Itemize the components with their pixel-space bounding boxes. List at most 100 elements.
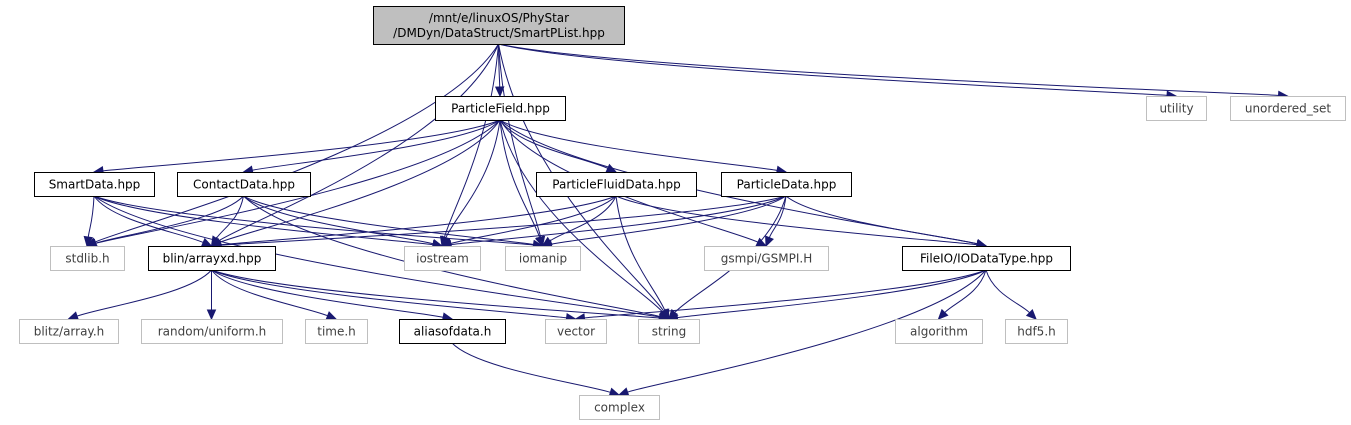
node-particlefluiddata[interactable]: ParticleFluidData.hpp xyxy=(536,172,697,197)
node-string: string xyxy=(638,319,700,344)
node-complex: complex xyxy=(579,395,660,420)
edge-line xyxy=(985,269,1030,314)
node-box xyxy=(435,96,566,121)
edge-line xyxy=(93,195,660,318)
node-contactdata[interactable]: ContactData.hpp xyxy=(177,172,311,197)
arrow-head-icon xyxy=(206,309,217,321)
edge-line xyxy=(252,119,501,171)
edge-arrayxd-to-blitz xyxy=(67,269,212,321)
edge-line xyxy=(243,195,434,245)
node-label: iomanip xyxy=(519,252,567,266)
node-box xyxy=(148,246,276,271)
edge-line xyxy=(95,119,501,244)
arrow-head-icon xyxy=(534,235,544,248)
edge-line xyxy=(498,43,1279,96)
edge-line xyxy=(443,43,499,238)
edge-line xyxy=(102,119,501,172)
edge-line xyxy=(220,195,617,246)
edge-iodatatype-to-algorithm xyxy=(937,269,987,320)
node-label: vector xyxy=(557,325,595,339)
node-box xyxy=(545,319,607,344)
edge-line xyxy=(93,195,204,243)
edge-particledata-to-iostream xyxy=(440,195,787,250)
node-aliasofdata[interactable]: aliasofdata.h xyxy=(399,319,506,344)
edge-line xyxy=(87,195,95,238)
node-label: utility xyxy=(1159,102,1193,116)
node-gsmpi: gsmpi/GSMPI.H xyxy=(704,246,829,271)
node-box xyxy=(141,319,283,344)
edge-smartdata-to-stdlib xyxy=(83,195,95,248)
node-box xyxy=(50,246,125,271)
edge-arrayxd-to-vector xyxy=(211,269,577,323)
node-box xyxy=(895,319,983,344)
edge-line xyxy=(785,195,978,245)
node-box xyxy=(1005,319,1068,344)
edge-line xyxy=(220,195,787,246)
edge-line xyxy=(211,269,328,317)
node-label: SmartData.hpp xyxy=(49,178,141,192)
edge-particlefield-to-iostream xyxy=(441,119,501,248)
node-label: ParticleField.hpp xyxy=(451,102,550,116)
node-label: /mnt/e/linuxOS/PhyStar xyxy=(429,11,569,25)
node-label: blin/arrayxd.hpp xyxy=(163,252,262,266)
node-particlefield[interactable]: ParticleField.hpp xyxy=(435,96,566,121)
edge-line xyxy=(584,269,987,319)
node-label: algorithm xyxy=(910,325,968,339)
node-label: iostream xyxy=(416,252,469,266)
node-box xyxy=(902,246,1071,271)
node-box xyxy=(34,172,155,197)
edge-line xyxy=(219,119,501,243)
node-box xyxy=(1146,96,1207,121)
edge-line xyxy=(211,269,567,319)
edge-line xyxy=(243,195,660,317)
edge-line xyxy=(627,269,987,393)
edge-arrayxd-to-string xyxy=(211,269,670,323)
node-hdf5: hdf5.h xyxy=(1005,319,1068,344)
node-smartdata[interactable]: SmartData.hpp xyxy=(34,172,155,197)
edge-line xyxy=(768,195,787,238)
edge-line xyxy=(211,269,444,318)
node-label: FileIO/IODataType.hpp xyxy=(920,252,1053,266)
edge-line xyxy=(93,195,534,246)
edge-arrayxd-to-time xyxy=(211,269,338,320)
node-box xyxy=(638,319,700,344)
edge-arrayxd-to-random xyxy=(206,270,217,321)
edge-root-to-arrayxd xyxy=(210,43,499,247)
node-arrayxd[interactable]: blin/arrayxd.hpp xyxy=(148,246,276,271)
edge-line xyxy=(498,43,1168,96)
node-iodatatype[interactable]: FileIO/IODataType.hpp xyxy=(902,246,1071,271)
arrow-head-icon xyxy=(67,311,80,321)
node-box xyxy=(399,319,506,344)
edge-particledata-to-iodatatype xyxy=(785,195,988,249)
edge-line xyxy=(211,269,660,319)
edge-line xyxy=(243,195,534,246)
node-label: ParticleFluidData.hpp xyxy=(552,178,680,192)
edge-particledata-to-gsmpi xyxy=(765,195,787,248)
node-stdlib: stdlib.h xyxy=(50,246,125,271)
edge-particlefield-to-iomanip xyxy=(499,119,544,248)
node-utility: utility xyxy=(1146,96,1207,121)
edge-line xyxy=(499,119,541,238)
arrow-head-icon xyxy=(83,235,94,248)
node-box xyxy=(1230,96,1346,121)
node-label: complex xyxy=(594,401,645,415)
node-algorithm: algorithm xyxy=(895,319,983,344)
edge-line xyxy=(944,269,987,313)
edge-line xyxy=(499,119,664,313)
node-iostream: iostream xyxy=(404,246,481,271)
edge-line xyxy=(215,195,244,239)
node-root[interactable]: /mnt/e/linuxOS/PhyStar/DMDyn/DataStruct/… xyxy=(373,6,625,45)
arrow-head-icon xyxy=(937,308,949,320)
edge-line xyxy=(218,43,499,242)
node-time: time.h xyxy=(305,319,368,344)
node-particledata[interactable]: ParticleData.hpp xyxy=(721,172,852,197)
edge-aliasofdata-to-complex xyxy=(451,342,621,397)
node-box xyxy=(177,172,311,197)
edge-root-to-unordered_set xyxy=(498,43,1289,101)
node-box xyxy=(505,246,581,271)
node-label: gsmpi/GSMPI.H xyxy=(721,252,812,266)
node-label: random/uniform.h xyxy=(158,325,267,339)
node-iomanip: iomanip xyxy=(505,246,581,271)
node-box xyxy=(721,172,852,197)
arrow-head-icon xyxy=(608,387,621,397)
